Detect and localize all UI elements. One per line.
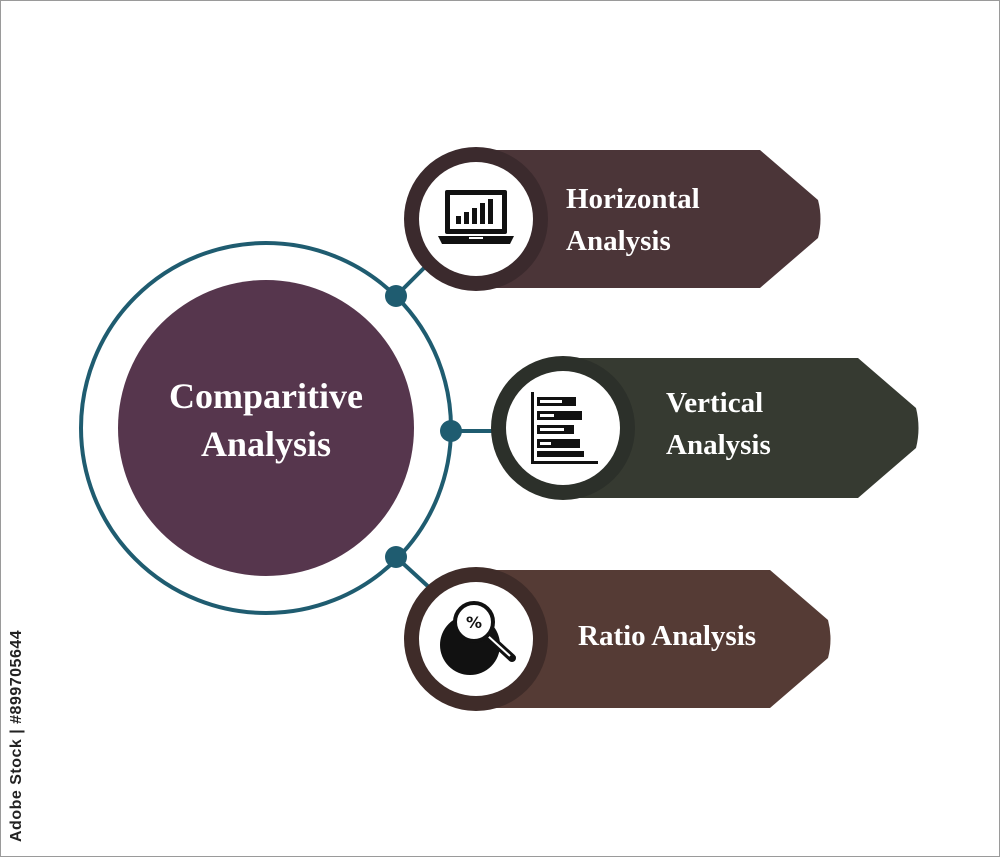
label-vertical-analysis: Vertical Analysis <box>666 382 771 466</box>
laptop-bar-chart-icon <box>438 190 514 244</box>
item-ratio-analysis: % <box>404 567 831 711</box>
label-horizontal-line2: Analysis <box>566 225 671 257</box>
label-horizontal-line1: Horizontal <box>566 183 700 215</box>
arrow-shape-horizontal <box>476 150 821 288</box>
label-horizontal-analysis: Horizontal Analysis <box>566 178 700 262</box>
arrow-shape-ratio <box>476 570 831 708</box>
center-title-line1: Comparitive <box>169 376 363 416</box>
label-ratio-line1: Ratio Analysis <box>578 620 757 652</box>
label-vertical-line2: Analysis <box>666 429 771 461</box>
item-horizontal-analysis <box>404 147 821 291</box>
connector-dot-horizontal <box>385 285 407 307</box>
center-circle <box>118 280 414 576</box>
label-vertical-line1: Vertical <box>666 387 764 419</box>
arrow-shape-vertical <box>563 358 919 498</box>
center-title: Comparitive Analysis <box>118 372 414 468</box>
connector-dot-vertical <box>440 420 462 442</box>
item-vertical-analysis <box>491 356 919 500</box>
magnifier-percent-pie-icon: % <box>440 601 516 675</box>
horizontal-bar-chart-icon <box>531 392 598 464</box>
connector-dot-ratio <box>385 546 407 568</box>
center-title-line2: Analysis <box>200 424 332 464</box>
stock-credit: Adobe Stock | #899705644 <box>8 629 25 842</box>
label-ratio-analysis: Ratio Analysis <box>578 615 756 657</box>
svg-text:%: % <box>466 613 482 632</box>
